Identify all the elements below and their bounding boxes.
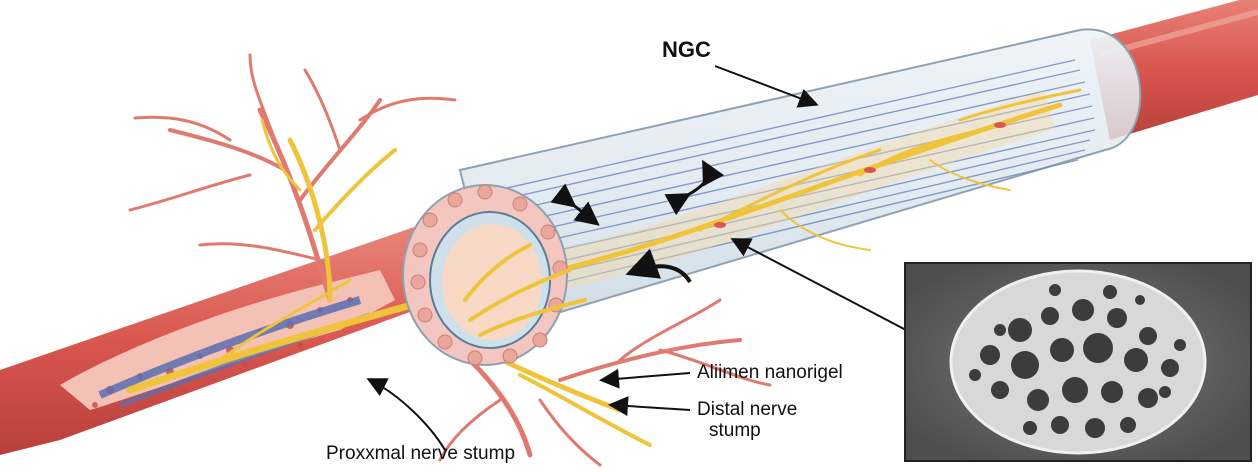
proximal-nerve-segment: [0, 225, 470, 455]
distal-nerve-stump-label: Distal nerve stump: [697, 399, 797, 441]
distal-label-line2: stump: [697, 420, 797, 441]
sem-image: [906, 264, 1250, 460]
ngc-label: NGC: [662, 39, 711, 60]
distal-label-line1: Distal nerve: [697, 399, 797, 420]
proximal-nerve-stump-label: Proxxmal nerve stump: [326, 443, 515, 464]
aligned-nanofiber-hydrogel-label: Aliimen nanorigel: [697, 362, 843, 383]
